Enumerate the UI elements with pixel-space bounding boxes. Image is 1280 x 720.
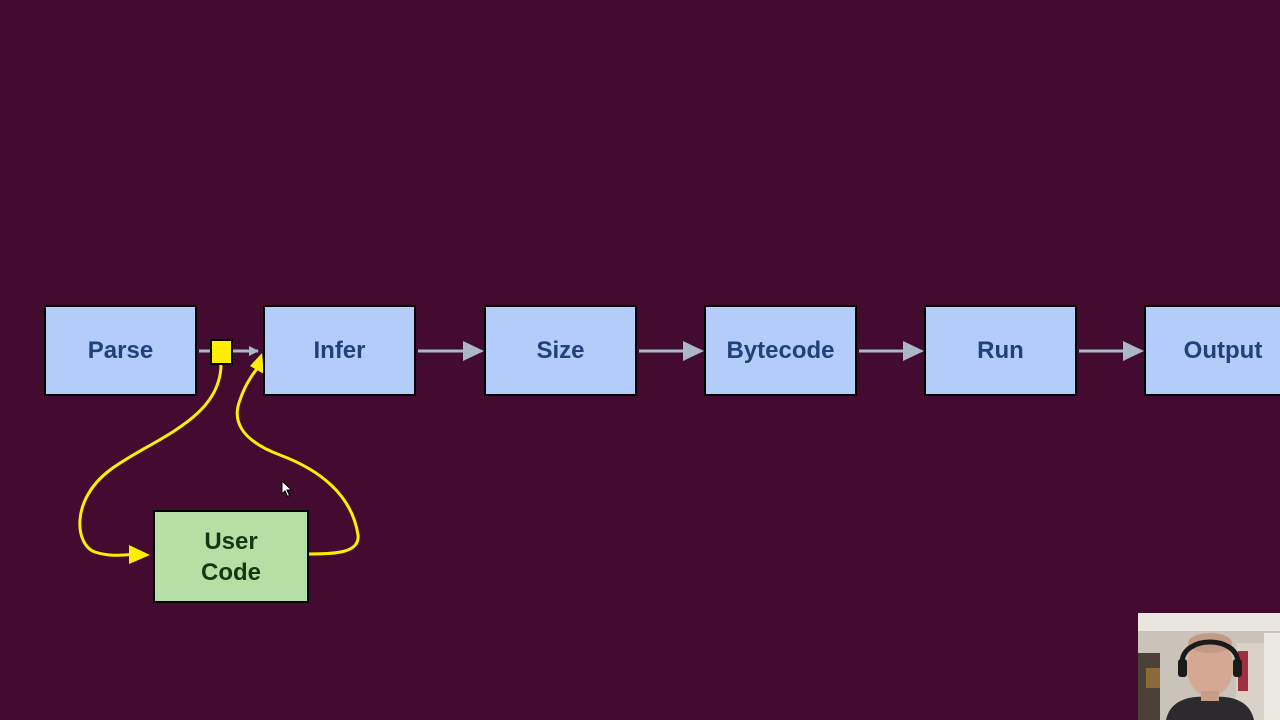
hook-curve-from-user-code [235,365,360,556]
hook-point-marker [210,339,233,365]
stage-output: Output [1144,305,1280,396]
presenter-webcam [1138,613,1280,720]
stage-bytecode-label: Bytecode [726,336,835,364]
stage-infer: Infer [263,305,416,396]
stage-size: Size [484,305,637,396]
arrow-run-to-output-head [1123,341,1144,361]
stage-run-label: Run [977,336,1024,364]
arrow-infer-to-size-head [463,341,484,361]
mouse-pointer-icon [281,480,293,498]
hook-curve-to-user-code-head [129,545,150,564]
arrow-size-to-bytecode-head [683,341,704,361]
user-code-line-2: Code [201,558,261,586]
stage-infer-label: Infer [313,336,366,364]
hook-curve-from-user-code-head [250,353,264,374]
stage-size-label: Size [536,336,585,364]
webcam-feed-image [1138,613,1280,720]
arrow-bytecode-to-run-head [903,341,924,361]
hook-curve-to-user-code [78,363,223,557]
stage-output-label: Output [1183,336,1263,364]
user-code-line-1: User [204,527,258,555]
stage-parse: Parse [44,305,197,396]
stage-bytecode: Bytecode [704,305,857,396]
user-code-box: User Code [153,510,309,603]
stage-parse-label: Parse [87,336,154,364]
stage-run: Run [924,305,1077,396]
